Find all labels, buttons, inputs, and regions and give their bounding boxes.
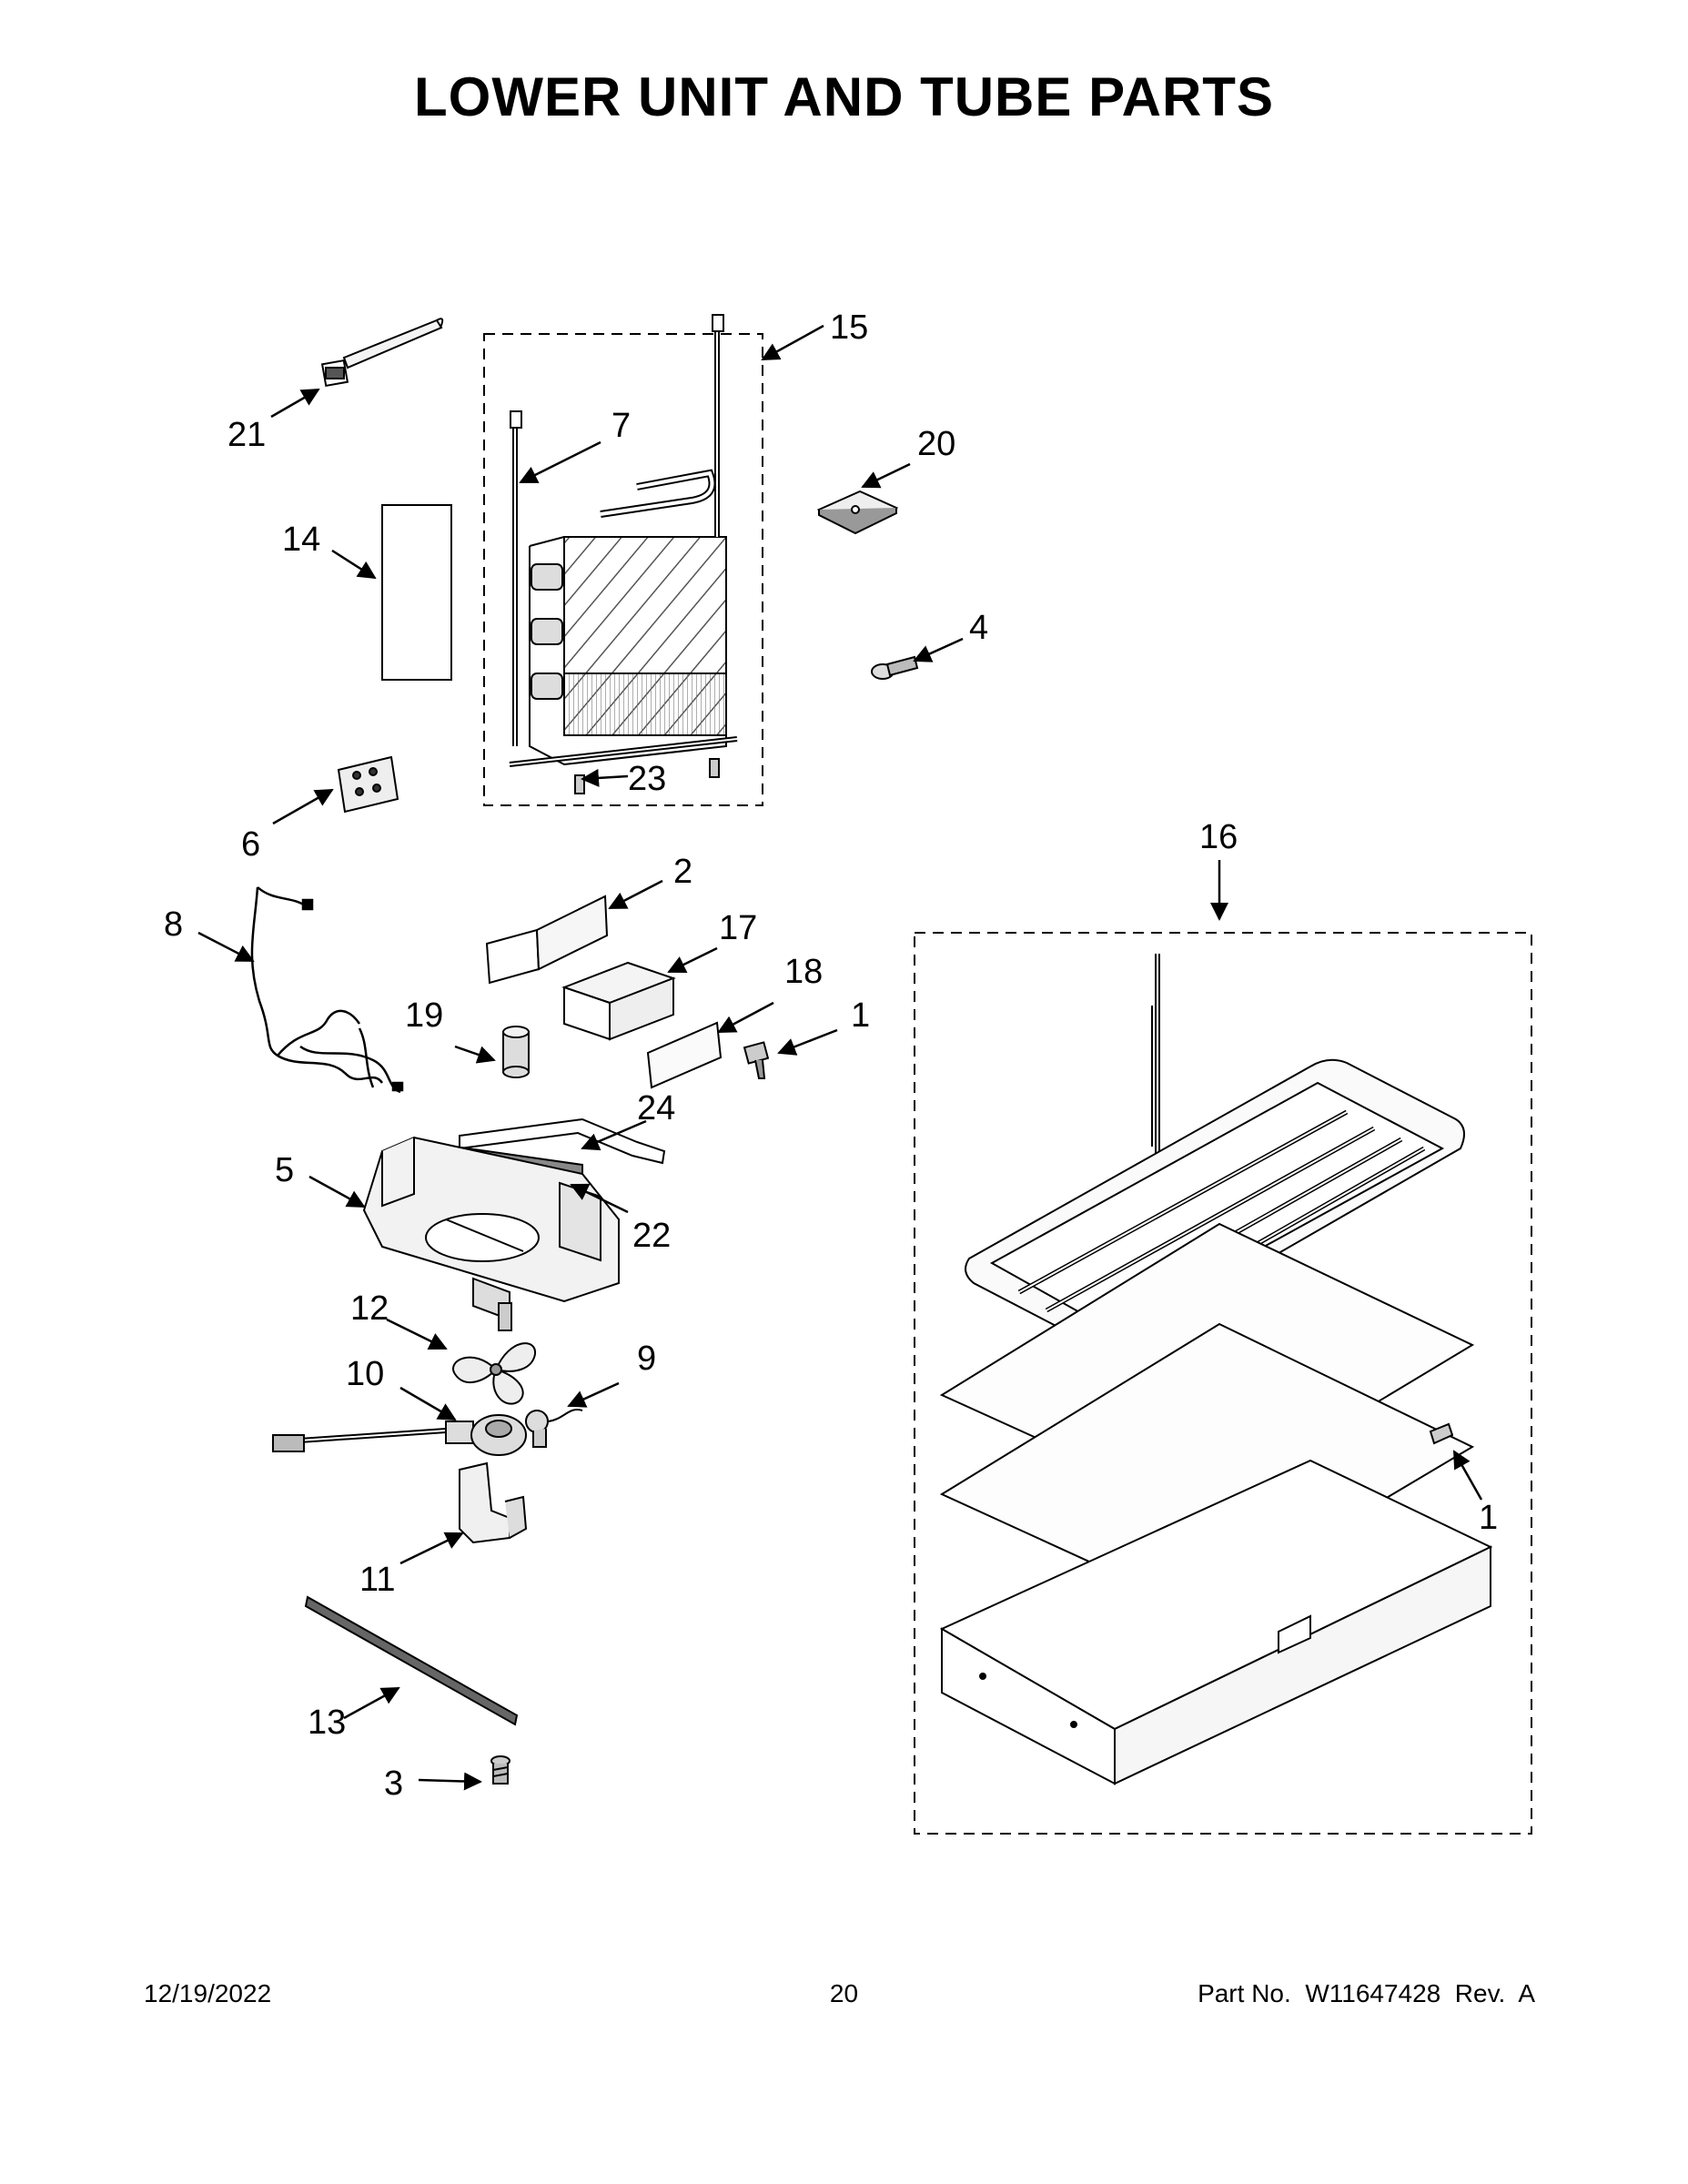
- group-box-15: [483, 333, 763, 806]
- callout-18: 18: [784, 953, 823, 991]
- callout-21: 21: [227, 416, 266, 454]
- callout-4: 4: [969, 609, 988, 647]
- callout-10: 10: [346, 1355, 384, 1393]
- callout-13: 13: [308, 1704, 346, 1742]
- part-control-board: [337, 755, 399, 814]
- footer-part-number: Part No. W11647428 Rev. A: [1198, 1979, 1535, 2007]
- callout-17: 17: [719, 909, 757, 947]
- callout-14: 14: [282, 521, 320, 559]
- part-fan-housing: [362, 1136, 620, 1331]
- callout-8: 8: [164, 905, 183, 944]
- callout-1-right: 1: [1479, 1499, 1498, 1537]
- part-pad: [381, 504, 452, 681]
- part-drain-pan-assembly: [939, 954, 1493, 1785]
- part-capacitor: [502, 1026, 530, 1078]
- callout-5: 5: [275, 1151, 294, 1189]
- part-fan-blade: [452, 1342, 537, 1405]
- page-title: LOWER UNIT AND TUBE PARTS: [414, 66, 1274, 127]
- part-tube-24: [459, 1117, 666, 1165]
- callout-12: 12: [350, 1289, 389, 1328]
- callout-labels: 21 7 15 20 4 14 23 6 16 2 8 17 18 1 19 2…: [164, 308, 1498, 1803]
- part-insulation-strip: [485, 895, 609, 985]
- callout-16: 16: [1199, 818, 1238, 856]
- footer-date: 12/19/2022: [144, 1979, 272, 2007]
- callout-6: 6: [241, 825, 260, 864]
- part-condenser-assembly: [509, 314, 738, 794]
- part-cable-tie: [320, 318, 444, 388]
- callout-15: 15: [830, 308, 868, 347]
- callout-3: 3: [384, 1764, 403, 1803]
- callout-1-left: 1: [851, 996, 870, 1035]
- callout-22: 22: [632, 1217, 671, 1255]
- part-screw-a: [743, 1041, 770, 1079]
- footer-page-number: 20: [829, 1979, 859, 2007]
- part-screw-b: [490, 1755, 510, 1785]
- callout-9: 9: [637, 1340, 656, 1378]
- part-clip: [871, 655, 919, 680]
- part-cover-plate: [646, 1021, 723, 1089]
- callout-2: 2: [673, 853, 692, 891]
- callout-7: 7: [612, 407, 631, 445]
- part-plate: [816, 490, 899, 535]
- callout-19: 19: [405, 996, 443, 1035]
- part-bracket: [561, 961, 676, 1041]
- group-box-16: [914, 932, 1532, 1835]
- part-sensor: [525, 1409, 583, 1448]
- callout-11: 11: [359, 1561, 395, 1599]
- part-wire-harness: [250, 886, 404, 1094]
- callout-24: 24: [637, 1089, 675, 1127]
- callout-20: 20: [917, 425, 955, 463]
- callout-23: 23: [628, 760, 666, 798]
- part-fan-motor: [272, 1414, 527, 1456]
- leader-arrows: [197, 324, 1483, 1791]
- part-bar: [304, 1595, 519, 1726]
- part-motor-bracket: [459, 1461, 528, 1544]
